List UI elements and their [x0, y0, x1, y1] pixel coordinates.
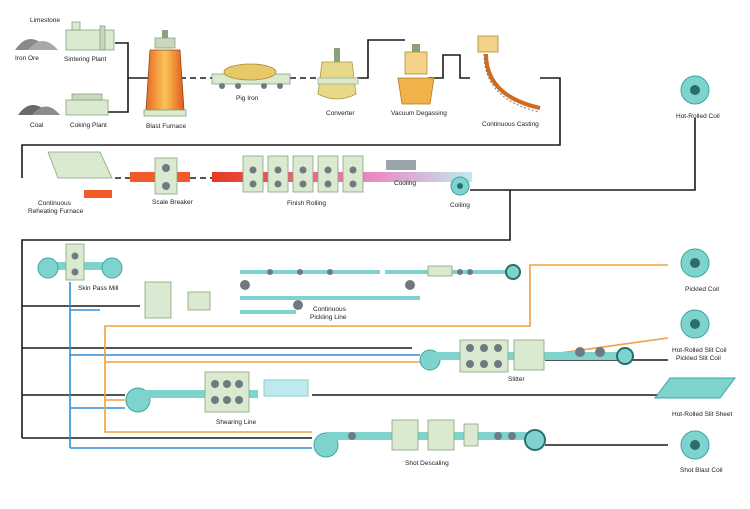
cooling-icon [386, 160, 416, 170]
label-pig-iron: Pig Iron [236, 95, 259, 102]
flow-line-cast-to-reheat [21, 77, 561, 178]
slit-coil-icon [680, 309, 710, 339]
label-slit-coil-l1: Hot-Rolled Slit Coil [672, 347, 727, 354]
flow-line-vd-cc [428, 54, 470, 79]
flow-lines [21, 39, 696, 449]
label-pickling-l2: Pickling Line [310, 314, 347, 321]
label-sintering-plant: Sintering Plant [64, 56, 106, 63]
label-shot-descaling: Shot Descaling [405, 460, 449, 467]
pig-iron-car-icon [211, 63, 291, 89]
sintering-plant-icon [65, 21, 115, 51]
label-skin-pass-mill: Skin Pass Mill [78, 285, 119, 292]
flow-line-sinter [115, 42, 148, 79]
coal-pile-icon [18, 105, 60, 115]
label-blast-furnace: Blast Furnace [146, 123, 186, 130]
shearing-line-icon [125, 371, 309, 413]
label-slitter: Slitter [508, 376, 525, 383]
label-coal: Coal [30, 122, 44, 129]
reheating-furnace-icon [47, 151, 113, 198]
orange-line-to-pickled-coil [529, 264, 668, 295]
label-scale-breaker: Scale Breaker [152, 199, 194, 206]
label-coking-plant: Coking Plant [70, 122, 107, 129]
shot-descaling-icon [313, 419, 546, 458]
label-vacuum-degassing: Vacuum Degassing [391, 110, 447, 117]
skin-pass-mill-icon [37, 243, 123, 281]
pickled-coil-icon [680, 248, 710, 278]
pickling-line-icon [144, 264, 521, 319]
label-hot-rolled-coil: Hot-Rolled Coil [676, 113, 720, 120]
hot-rolled-coil-icon [680, 75, 710, 105]
label-shot-blast-coil: Shot Blast Coil [680, 467, 723, 474]
slit-sheet-icon [654, 377, 736, 399]
flow-line-converter-vd [357, 39, 405, 79]
label-iron-ore: Iron Ore [15, 55, 39, 62]
vacuum-degassing-icon [397, 44, 435, 105]
orange-line-trunk [104, 295, 531, 433]
label-continuous-casting: Continuous Casting [482, 121, 539, 128]
blast-furnace-icon [143, 30, 187, 117]
coiling-icon [450, 176, 470, 196]
flow-line-coking [108, 78, 129, 113]
label-slit-sheet: Hot-Rolled Slit Sheet [672, 411, 733, 418]
finish-rolling-icon [212, 155, 472, 193]
label-coiling: Coiling [450, 202, 470, 209]
iron-ore-pile-icon [15, 39, 58, 50]
scale-breaker-icon [130, 157, 190, 195]
label-reheating-l2: Reheating Furnace [28, 208, 84, 215]
label-slit-coil-l2: Pickled Slit Coil [676, 355, 721, 362]
flow-line-to-hrc [470, 118, 696, 191]
label-shearing-line: Shearing Line [216, 419, 256, 426]
continuous-casting-icon [477, 35, 541, 113]
converter-icon [317, 48, 359, 100]
shot-blast-coil-icon [680, 430, 710, 460]
label-limestone: Limestone [30, 17, 60, 24]
label-pickling-l1: Continuous [313, 306, 347, 313]
label-converter: Converter [326, 110, 355, 117]
coking-plant-icon [65, 93, 109, 116]
label-cooling: Cooling [394, 180, 416, 187]
label-pickled-coil: Pickled Coil [685, 286, 720, 293]
flow-line-main-trunk [21, 190, 511, 438]
slitter-icon [419, 339, 634, 373]
label-finish-rolling: Finish Rolling [287, 200, 326, 207]
label-reheating-l1: Continuous [38, 200, 72, 207]
